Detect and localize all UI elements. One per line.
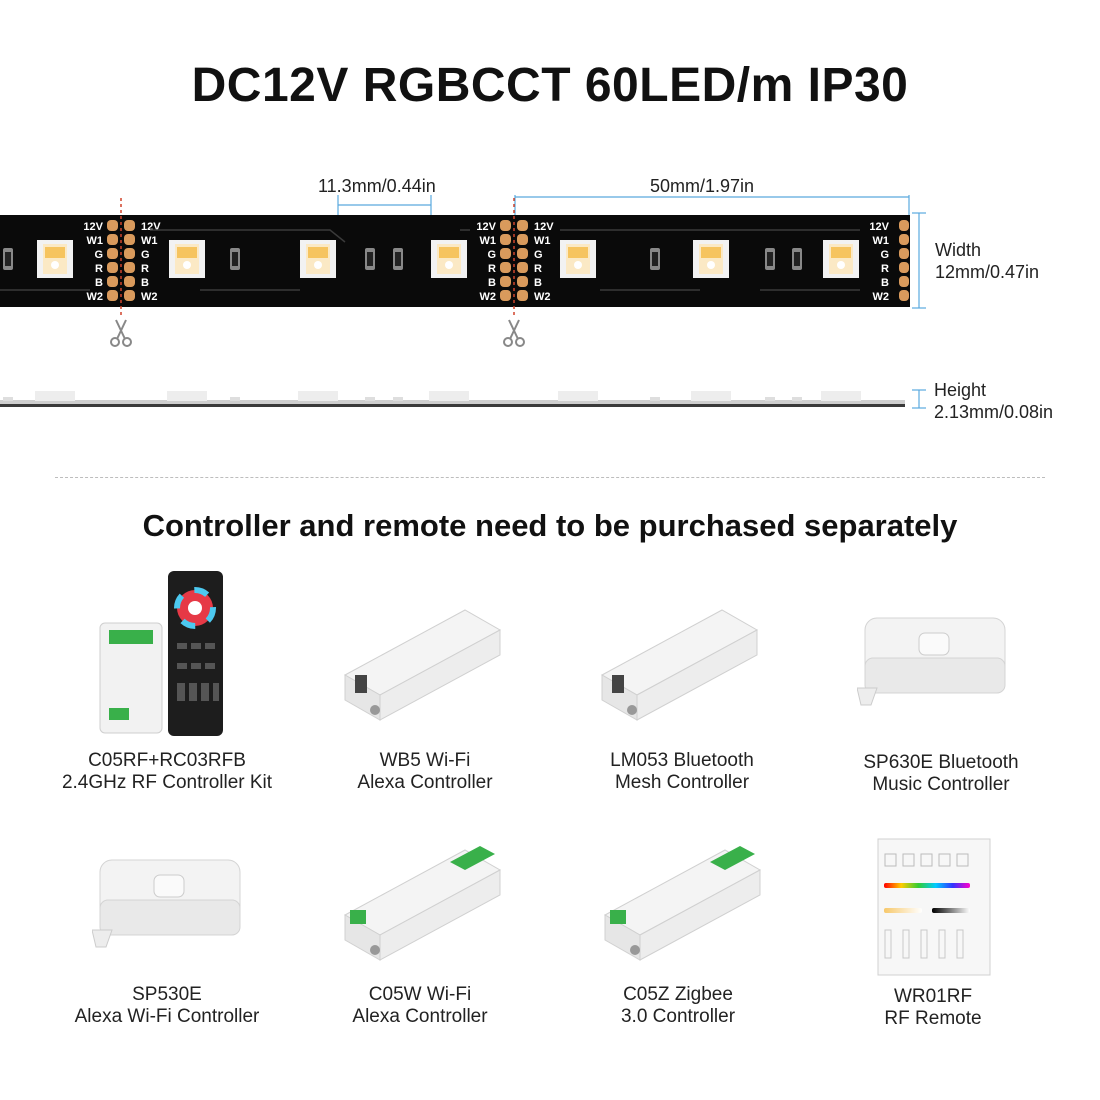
product-description: Alexa Controller: [357, 772, 493, 793]
width-value: 12mm/0.47in: [935, 262, 1040, 282]
section-divider: [55, 477, 1045, 478]
alexa-controller-icon: [92, 850, 247, 960]
pad-label: W1: [480, 235, 497, 247]
product-name: C05W Wi-Fi: [368, 984, 472, 1005]
wifi-controller-icon: [340, 840, 505, 975]
product-name: C05Z Zigbee: [623, 984, 733, 1005]
pad-label: G: [487, 249, 496, 261]
product-caption: LM053 Bluetooth Mesh Controller: [557, 750, 807, 794]
pad-label: B: [141, 277, 149, 289]
pad-label: W1: [87, 235, 104, 247]
product-description: 3.0 Controller: [620, 1006, 736, 1027]
product-caption: C05W Wi-Fi Alexa Controller: [295, 984, 545, 1028]
pad-label: G: [141, 249, 150, 261]
pad-label: W1: [534, 235, 551, 247]
product-name: WB5 Wi-Fi: [379, 750, 471, 771]
product-caption: SP630E Bluetooth Music Controller: [816, 752, 1066, 796]
wall-remote-icon: [877, 838, 992, 978]
pad-label: B: [881, 277, 889, 289]
pad-label: R: [534, 263, 542, 275]
product-caption: SP530E Alexa Wi-Fi Controller: [27, 984, 307, 1028]
pad-label: W2: [141, 291, 158, 303]
led-spacing-label: 11.3mm/0.44in: [318, 176, 436, 196]
pad-label: W2: [480, 291, 497, 303]
pad-label: R: [881, 263, 889, 275]
pad-label: R: [95, 263, 103, 275]
pad-label: 12V: [476, 221, 496, 233]
wifi-controller-icon: [340, 600, 505, 735]
pad-label: 12V: [141, 221, 161, 233]
cut-length-label: 50mm/1.97in: [650, 176, 755, 196]
product-caption: WB5 Wi-Fi Alexa Controller: [300, 750, 550, 794]
product-caption: C05RF+RC03RFB 2.4GHz RF Controller Kit: [17, 750, 317, 794]
width-label: Width: [935, 240, 982, 260]
product-name: C05RF+RC03RFB: [88, 750, 246, 771]
pad-label: G: [880, 249, 889, 261]
product-description: RF Remote: [884, 1008, 982, 1029]
pad-label: W2: [534, 291, 551, 303]
music-controller-icon: [857, 603, 1012, 713]
pad-label: W1: [141, 235, 158, 247]
pad-label: R: [488, 263, 496, 275]
product-description: Music Controller: [872, 774, 1010, 795]
pad-label: B: [95, 277, 103, 289]
pad-label: B: [488, 277, 496, 289]
pad-label: 12V: [534, 221, 554, 233]
page-title: DC12V RGBCCT 60LED/m IP30: [191, 59, 909, 112]
product-caption: C05Z Zigbee 3.0 Controller: [553, 984, 803, 1028]
led-strip-diagram: 12VW1GRBW212VW1GRBW212VW1GRBW212VW1GRBW2…: [0, 195, 926, 409]
product-name: WR01RF: [893, 986, 973, 1007]
pad-label: G: [534, 249, 543, 261]
pad-label: W2: [87, 291, 104, 303]
product-description: 2.4GHz RF Controller Kit: [61, 772, 273, 793]
product-name: SP530E: [132, 984, 202, 1005]
height-value: 2.13mm/0.08in: [934, 402, 1054, 422]
pad-label: 12V: [869, 221, 889, 233]
bluetooth-controller-icon: [597, 600, 762, 735]
rf-controller-kit-icon: [95, 568, 235, 748]
product-name: SP630E Bluetooth: [863, 752, 1019, 773]
pad-label: W1: [873, 235, 890, 247]
product-description: Alexa Wi-Fi Controller: [74, 1006, 260, 1027]
scissors-icon: [110, 319, 132, 347]
zigbee-controller-icon: [600, 840, 765, 975]
pad-label: W2: [873, 291, 890, 303]
pad-label: 12V: [83, 221, 103, 233]
pad-label: B: [534, 277, 542, 289]
height-label: Height: [934, 380, 987, 400]
scissors-icon: [503, 319, 525, 347]
product-name: LM053 Bluetooth: [610, 750, 754, 771]
product-description: Alexa Controller: [352, 1006, 488, 1027]
product-caption: WR01RF RF Remote: [808, 986, 1058, 1030]
dimension-lines: [337, 195, 926, 409]
pad-label: R: [141, 263, 149, 275]
product-description: Mesh Controller: [614, 772, 750, 793]
pad-label: G: [94, 249, 103, 261]
section-heading: Controller and remote need to be purchas…: [142, 508, 958, 543]
